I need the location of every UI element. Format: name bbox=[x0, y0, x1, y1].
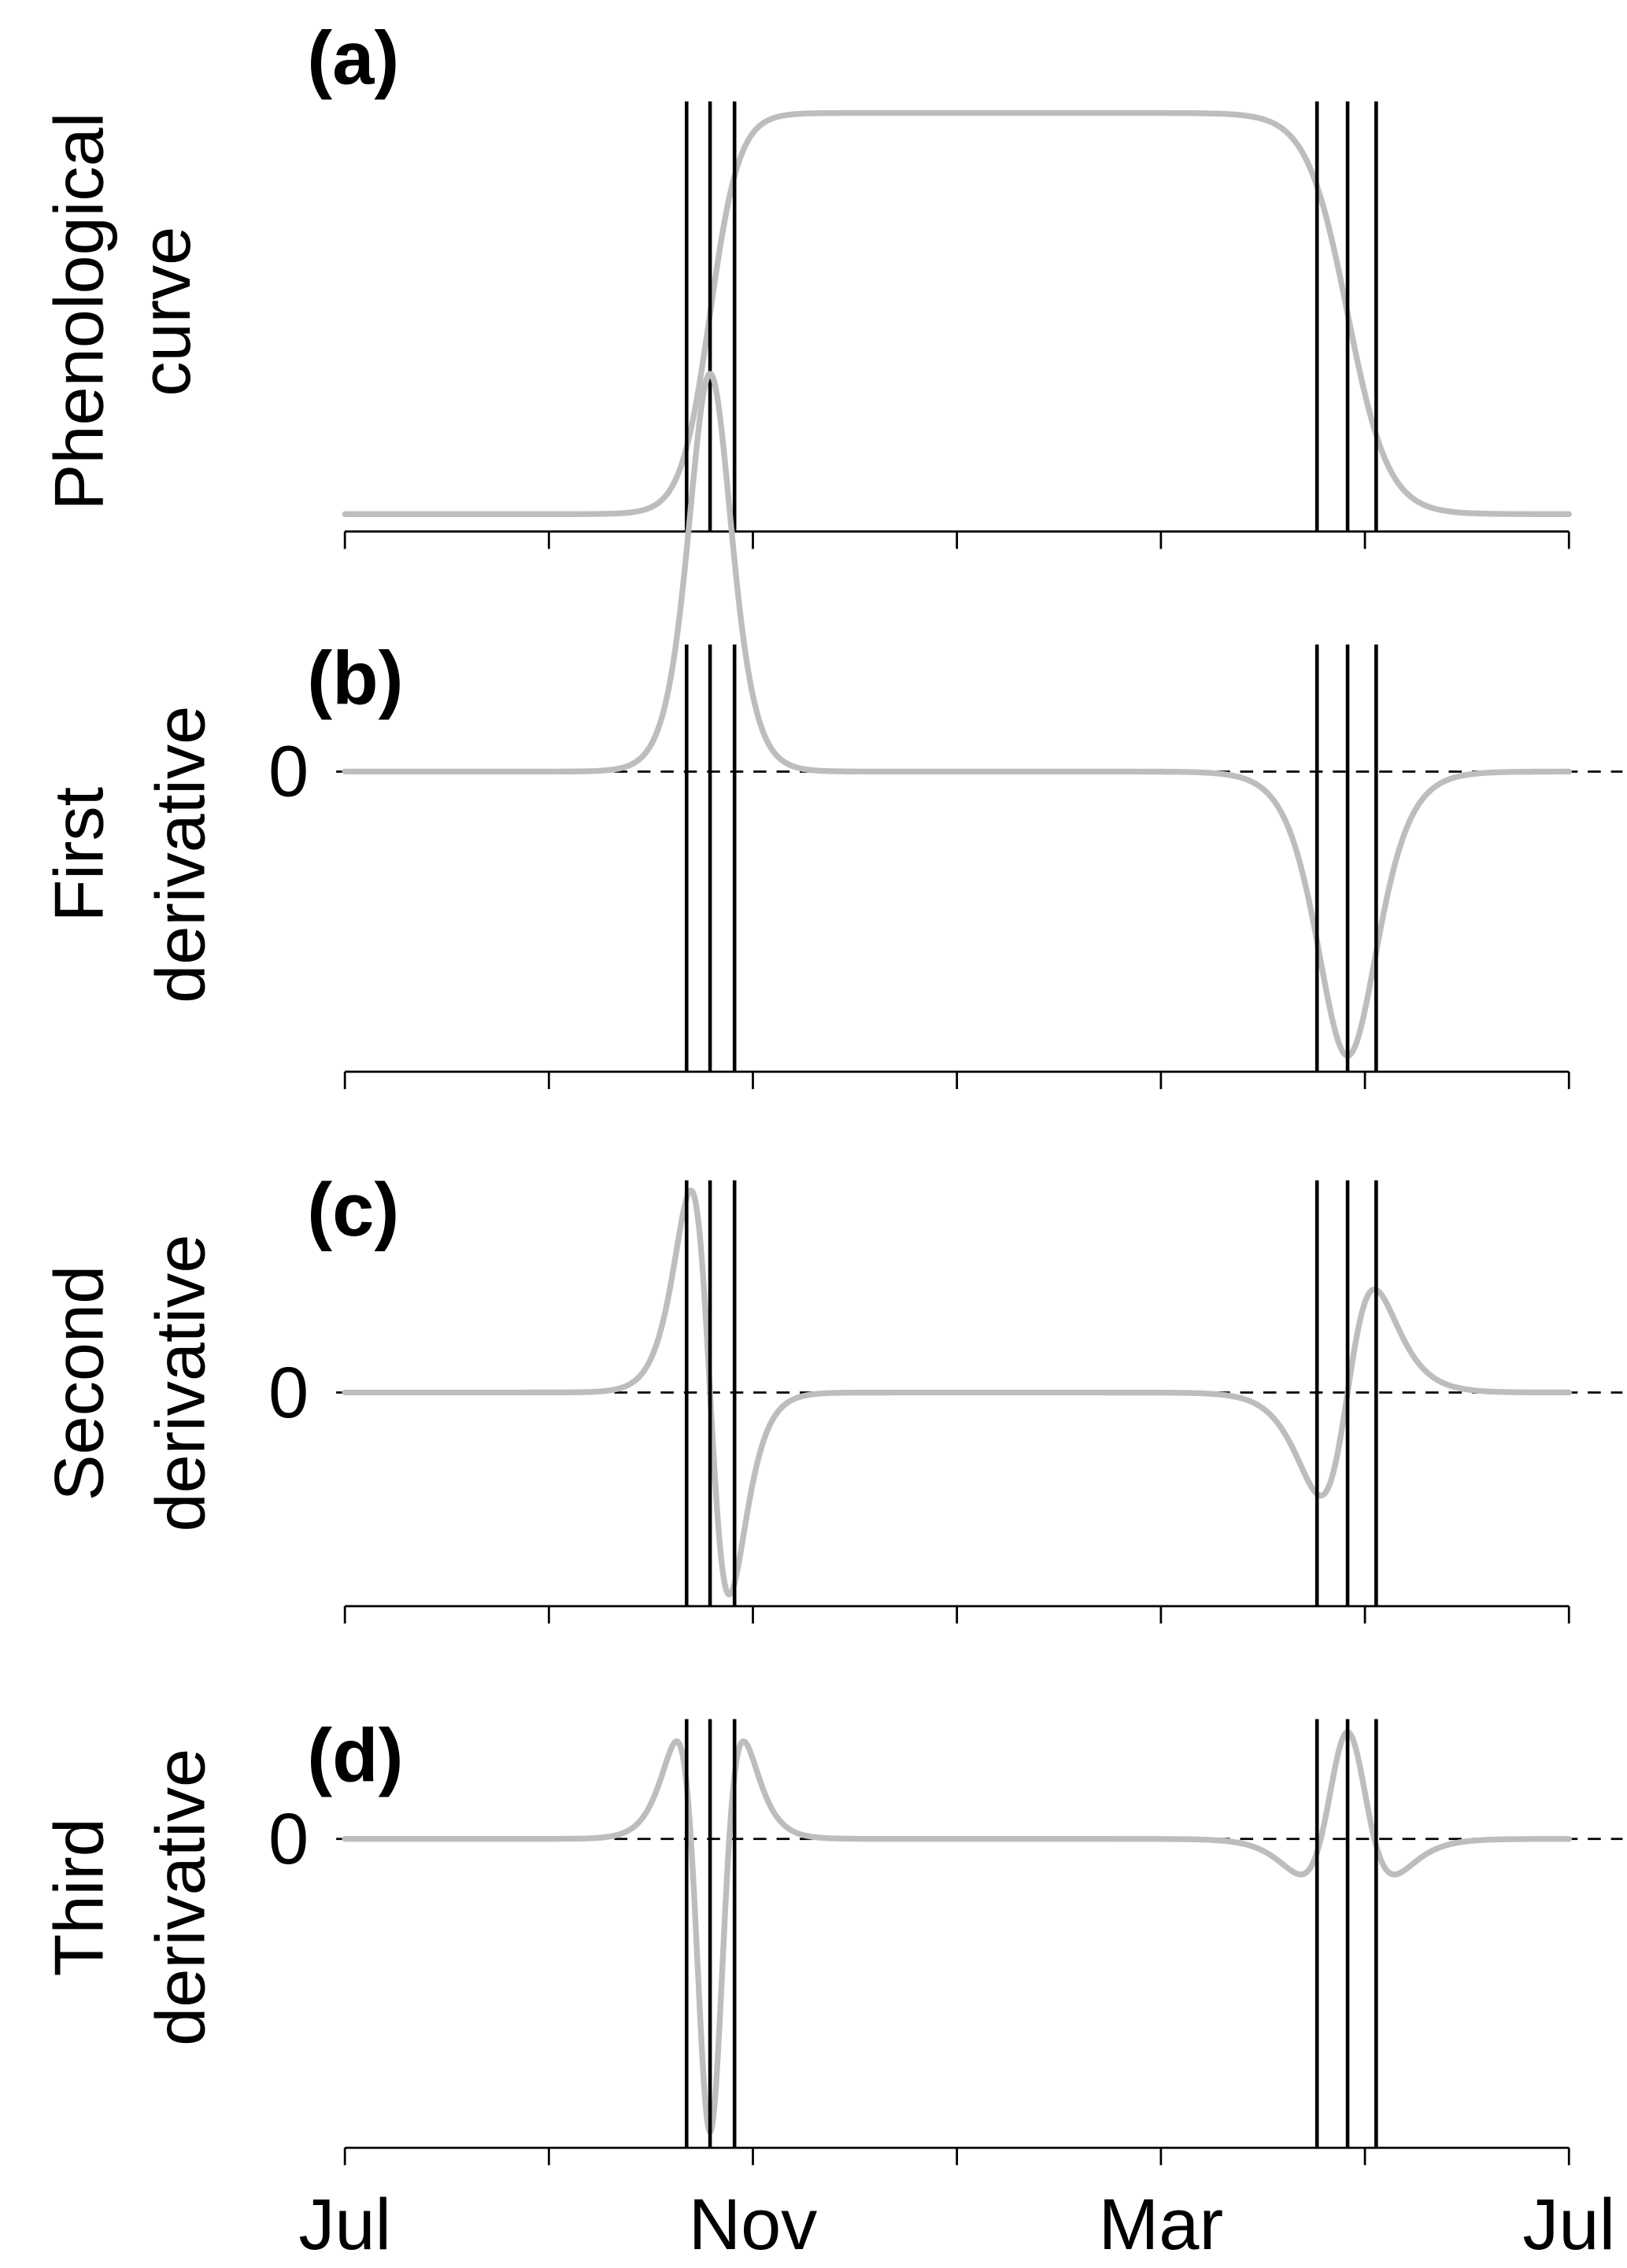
panel-b-curve bbox=[342, 371, 1572, 1059]
zero-tick-label: 0 bbox=[268, 1799, 309, 1879]
y-axis-label: Second bbox=[39, 1265, 117, 1502]
x-tick-label: Mar bbox=[1099, 2185, 1223, 2265]
y-axis-label: First bbox=[39, 787, 117, 922]
panel-d-curve bbox=[342, 1729, 1572, 2135]
x-tick-label: Jul bbox=[1522, 2185, 1615, 2265]
x-tick-label: Nov bbox=[689, 2185, 818, 2265]
zero-tick-label: 0 bbox=[268, 1353, 309, 1433]
panel-c-curve bbox=[342, 1188, 1572, 1598]
y-axis-label: curve bbox=[127, 227, 205, 397]
panel-a-curve bbox=[342, 109, 1572, 518]
y-axis-label: derivative bbox=[141, 1235, 219, 1532]
panel-letter: (a) bbox=[307, 17, 399, 101]
panel-letter: (b) bbox=[307, 636, 403, 720]
y-axis-label: derivative bbox=[141, 706, 219, 1003]
panel-letter: (c) bbox=[307, 1168, 399, 1252]
zero-tick-label: 0 bbox=[268, 732, 309, 812]
y-axis-label: derivative bbox=[141, 1749, 219, 2046]
panel-letter: (d) bbox=[307, 1714, 403, 1798]
y-axis-label: Phenological bbox=[39, 113, 117, 511]
x-tick-label: Jul bbox=[298, 2185, 391, 2265]
y-axis-label: Third bbox=[39, 1818, 117, 1976]
